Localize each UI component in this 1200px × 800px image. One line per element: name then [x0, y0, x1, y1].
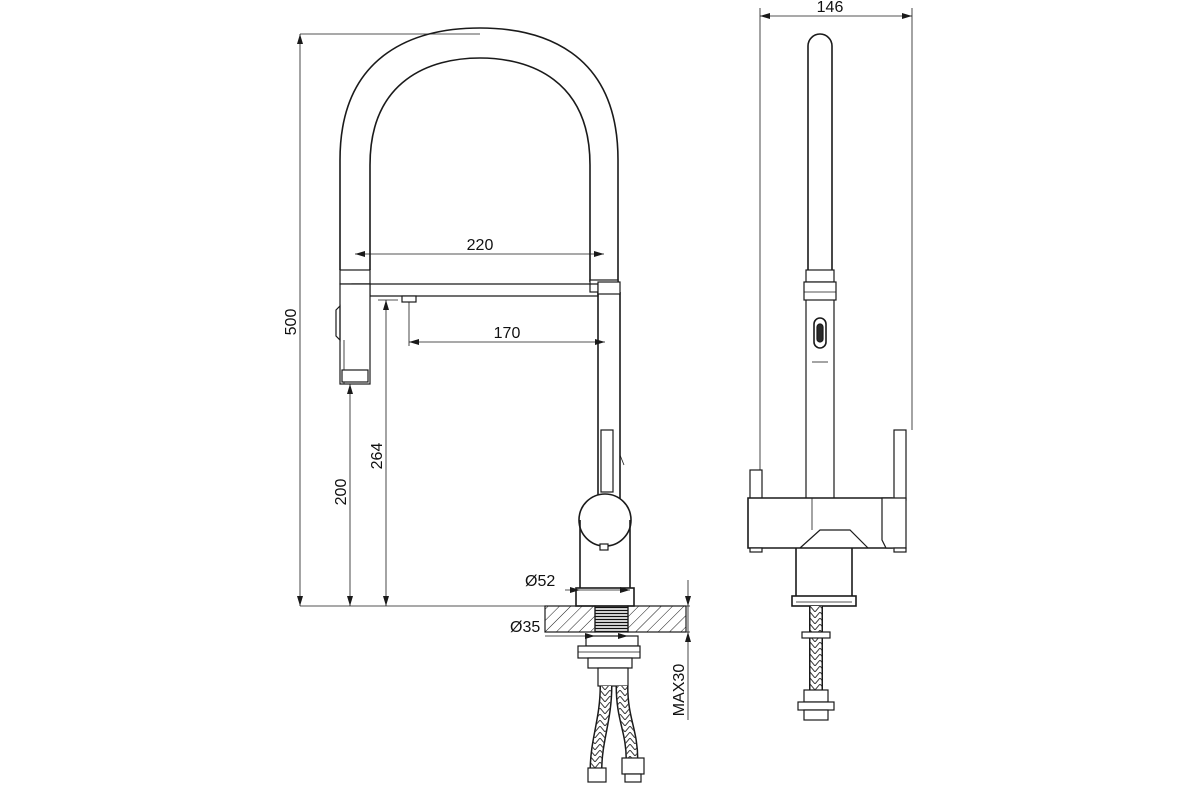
front-view: [335, 27, 687, 783]
gooseneck-hose: [339, 27, 619, 282]
supply-hoses: [587, 685, 645, 783]
spray-head: [335, 283, 371, 385]
dim-spout-reach-inner: 170: [494, 325, 521, 342]
dim-base-to-aerator: 200: [333, 479, 350, 506]
faucet-body: [575, 281, 635, 607]
mounting-hardware: [577, 635, 641, 687]
countertop-section: [544, 605, 687, 633]
dim-body-diameter: Ø52: [525, 573, 555, 590]
dim-total-height: 500: [283, 309, 300, 336]
dim-base-to-spout: 264: [369, 443, 386, 470]
dim-spout-reach-outer: 220: [467, 237, 494, 254]
spout-arm: [339, 269, 619, 303]
front-dimensions: 500 200 264 220 170 Ø52 Ø35: [283, 33, 691, 720]
dim-hole-diameter: Ø35: [510, 619, 540, 636]
dim-side-width: 146: [817, 0, 844, 16]
side-dimensions: 146: [759, 0, 913, 470]
dim-max-countertop: MAX30: [671, 664, 688, 717]
side-view: [747, 33, 907, 721]
